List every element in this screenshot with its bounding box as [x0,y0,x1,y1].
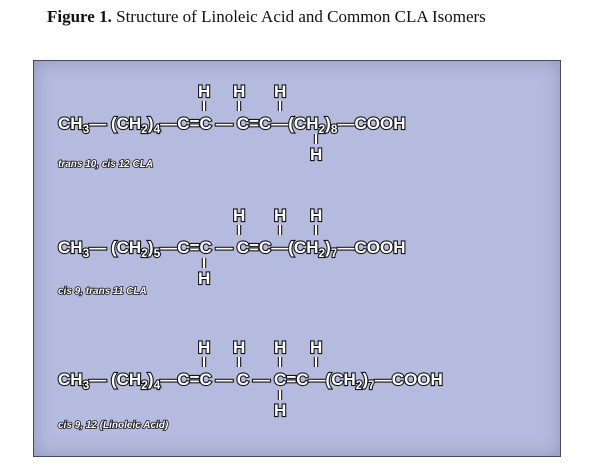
iso3-h-above-2: H [233,338,245,357]
iso1-ch2-open: — (CH [89,114,141,133]
iso3-h-below-1: H [274,401,286,420]
iso2-h-above-2: H [274,206,286,225]
iso1-sb-1: — [216,114,233,133]
iso3-db-2: = [286,370,296,389]
iso1-ch: CH [58,114,83,133]
structures-diagram: H H H CH3— (CH2)4—C=C—C=C—(CH2)8—COOH H … [57,81,444,432]
iso1-right-sub-2: 2 [318,122,325,136]
iso2-h-below-1: H [198,269,210,288]
iso1-cooh: —COOH [338,114,406,133]
iso2-right-paren: ) [325,238,331,257]
iso2-ch2-open: — (CH [89,238,141,257]
iso2-c4: C [259,238,271,257]
iso1-h-below-1: H [310,145,322,164]
iso2-sub-n: 5 [154,246,161,260]
iso2-c2: C [199,238,211,257]
iso1-h-above-1: H [198,82,210,101]
isomer-3-structure: H H H H CH3— (CH2)4—C=C—C—C=C—(CH2)7—COO… [57,337,444,432]
iso3-right-paren: ) [362,370,368,389]
iso3-c5: C [296,370,308,389]
iso3-label: cis 9, 12 (Linoleic Acid) [58,420,169,431]
iso3-ch: CH [58,370,83,389]
iso1-chain: CH3— (CH2)4—C=C—C=C—(CH2)8—COOH [58,114,406,136]
iso3-cooh: —COOH [375,370,443,389]
structure-panel: H H H CH3— (CH2)4—C=C—C=C—(CH2)8—COOH H … [33,60,561,457]
iso3-sb-1: — [216,370,233,389]
iso2-chain: CH3— (CH2)5—C=C—C=C—(CH2)7—COOH [58,238,406,260]
isomer-1-structure: H H H CH3— (CH2)4—C=C—C=C—(CH2)8—COOH H … [57,81,407,171]
iso1-right-sub-n: 8 [331,122,338,136]
iso3-sub-2: 2 [141,378,148,392]
iso1-sub-2: 2 [141,122,148,136]
iso1-right-1: —(CH [271,114,318,133]
iso3-right-sub-2: 2 [356,378,363,392]
iso1-h-above-3: H [274,82,286,101]
iso2-cooh: —COOH [338,238,406,257]
iso2-sb-1: — [216,238,233,257]
iso2-paren: ) [148,238,154,257]
iso1-sub-n: 4 [154,122,161,136]
iso3-h-above-1: H [198,338,210,357]
figure-label: Figure 1. [47,7,112,26]
iso1-paren: ) [148,114,154,133]
iso2-h-above-1: H [233,206,245,225]
iso3-ch2-open: — (CH [89,370,141,389]
iso1-c2: C [199,114,211,133]
iso1-sub-3: 3 [83,122,90,136]
iso3-sub-n: 4 [154,378,161,392]
iso3-c3: C [237,370,249,389]
iso1-right-paren: ) [325,114,331,133]
iso2-right-1: —(CH [271,238,318,257]
iso2-db-1: = [190,238,200,257]
iso2-c3: C [237,238,249,257]
iso3-paren: ) [148,370,154,389]
iso3-c1: C [177,370,189,389]
figure-title: Structure of Linoleic Acid and Common CL… [116,7,486,26]
iso1-c3: C [237,114,249,133]
iso2-h-above-3: H [310,206,322,225]
iso2-c1: C [177,238,189,257]
iso1-c1: C [177,114,189,133]
iso1-label: trans 10, cis 12 CLA [58,159,153,170]
iso2-right-sub-2: 2 [318,246,325,260]
isomer-2-structure: H H H CH3— (CH2)5—C=C—C=C—(CH2)7—COOH H … [57,205,407,298]
iso2-ch: CH [58,238,83,257]
iso1-h-above-2: H [233,82,245,101]
iso3-dash-1: — [160,370,177,389]
iso3-h-above-3: H [274,338,286,357]
iso1-dash-1: — [160,114,177,133]
iso3-right-sub-n: 7 [368,378,375,392]
iso3-chain: CH3— (CH2)4—C=C—C—C=C—(CH2)7—COOH [58,370,443,392]
iso3-c4: C [274,370,286,389]
figure-caption: Figure 1. Structure of Linoleic Acid and… [47,6,587,27]
iso3-right-1: —(CH [309,370,356,389]
iso2-sub-2: 2 [141,246,148,260]
iso2-label: cis 9, trans 11 CLA [58,286,147,297]
iso2-db-2: = [249,238,259,257]
iso2-sub-3: 3 [83,246,90,260]
iso2-right-sub-n: 7 [331,246,338,260]
iso1-db-2: = [249,114,259,133]
iso2-dash-1: — [160,238,177,257]
iso1-c4: C [259,114,271,133]
iso3-h-above-4: H [310,338,322,357]
iso3-c2: C [199,370,211,389]
iso3-sub-3: 3 [83,378,90,392]
iso1-db-1: = [190,114,200,133]
iso3-db-1: = [190,370,200,389]
iso3-sb-2: — [253,370,270,389]
